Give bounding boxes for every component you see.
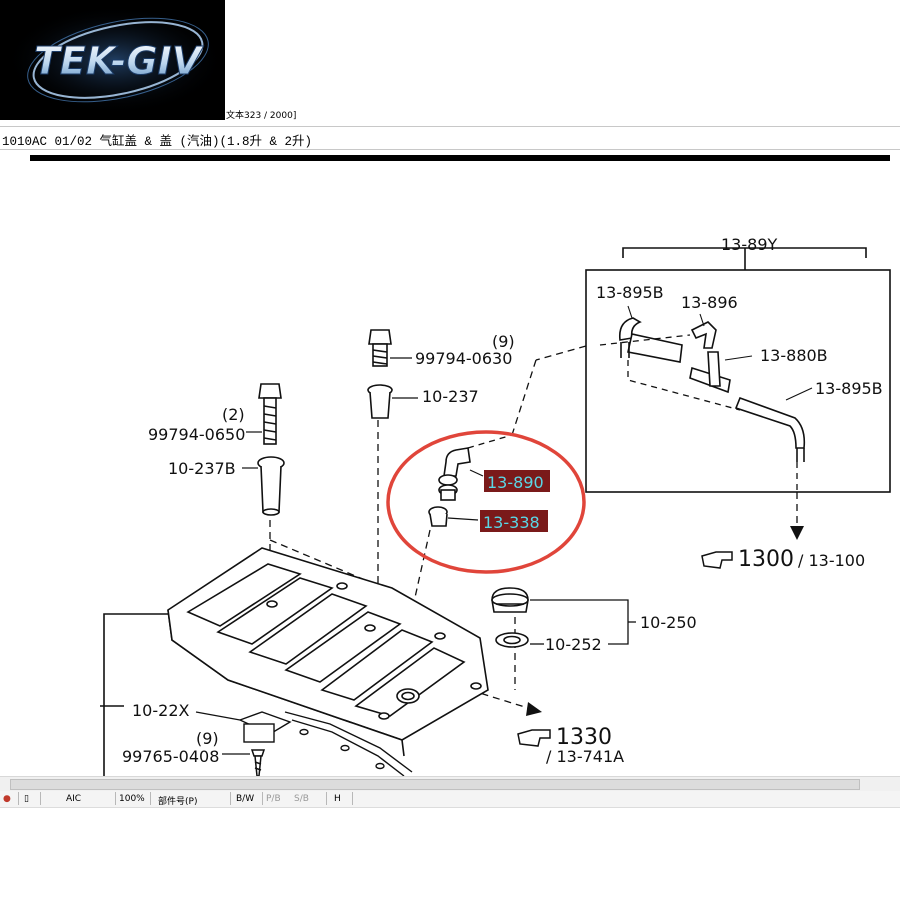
status-bar: ● ▯ AIC 100% 部件号(P) B/W P/B S/B H (0, 791, 900, 808)
label-13-741a: / 13-741A (546, 747, 624, 766)
label-10-237: 10-237 (422, 387, 479, 406)
bolt-99794-0650 (258, 383, 282, 445)
label-13-89y: 13-89Y (721, 235, 777, 254)
hose-13-895b-a (618, 317, 683, 363)
scrollbar-thumb[interactable] (10, 779, 860, 790)
status-part-number[interactable]: 部件号(P) (158, 797, 198, 807)
highlight-circle (386, 430, 586, 574)
status-mode: AIC (66, 794, 82, 804)
label-99794-0630: 99794-0630 (415, 349, 512, 368)
oil-seal-10-252 (495, 632, 529, 648)
tee-13-880b (689, 351, 731, 394)
brand-logo: TEK-GIV (0, 0, 225, 120)
label-13-890-bg (484, 470, 550, 492)
screw-99765-0408 (250, 749, 266, 777)
label-13-890: 13-890 (487, 473, 544, 492)
status-sb[interactable]: S/B (294, 794, 309, 804)
document-icon: ▯ (24, 794, 29, 804)
label-13-895b-a: 13-895B (596, 283, 664, 302)
gasket-10-22x (238, 711, 413, 777)
bolt-99794-0630 (368, 329, 392, 367)
hose-13-896 (690, 321, 717, 349)
arrow-down-13-100 (790, 526, 804, 540)
collar-10-237 (367, 384, 393, 419)
hose-13-895b-b (734, 396, 806, 462)
horizontal-scrollbar[interactable] (0, 776, 900, 791)
label-13-895b-b: 13-895B (815, 379, 883, 398)
diagram-title: 1010AC 01/02 气缸盖 & 盖 (汽油)(1.8升 & 2升) (2, 135, 313, 149)
label-10-250: 10-250 (640, 613, 697, 632)
label-99765-0408: 99765-0408 (122, 747, 219, 766)
parts-diagram[interactable]: 13-89Y 13-895B 13-896 13-880B 13-895B (0, 148, 900, 777)
status-zoom[interactable]: 100% (119, 794, 145, 804)
collar-10-237b (257, 456, 285, 516)
label-13-338: 13-338 (483, 513, 540, 532)
inset-box (585, 269, 891, 493)
pointing-hand-icon-2 (517, 729, 551, 747)
arrow-right-13-741a (526, 702, 542, 716)
grommet-13-338 (428, 506, 448, 527)
top-rule (30, 155, 890, 161)
page-counter: 文本323 / 2000] (226, 111, 297, 121)
pcv-valve-13-890 (438, 447, 471, 501)
status-h[interactable]: H (334, 794, 341, 804)
error-icon: ● (3, 794, 11, 804)
logo-ring (32, 21, 204, 99)
label-13-880b: 13-880B (760, 346, 828, 365)
label-99794-0650: 99794-0650 (148, 425, 245, 444)
label-9b: (9) (196, 729, 219, 748)
logo-text: TEK-GIV (34, 39, 204, 83)
label-9a: (9) (492, 332, 515, 351)
label-13-100: / 13-100 (798, 551, 865, 570)
title-bar: 1010AC 01/02 气缸盖 & 盖 (汽油)(1.8升 & 2升) (0, 126, 900, 150)
label-13-896: 13-896 (681, 293, 738, 312)
pointing-hand-icon (701, 551, 733, 569)
label-1330: 1330 (556, 725, 612, 750)
inset-group-13-89y (585, 247, 891, 493)
label-10-237b: 10-237B (168, 459, 236, 478)
status-bw[interactable]: B/W (236, 794, 255, 804)
label-2: (2) (222, 405, 245, 424)
cylinder-head-cover (167, 547, 489, 757)
label-1300: 1300 (738, 547, 794, 572)
label-10-252: 10-252 (545, 635, 602, 654)
oil-cap-10-250 (491, 587, 529, 613)
status-pb[interactable]: P/B (266, 794, 281, 804)
label-10-22x: 10-22X (132, 701, 189, 720)
label-13-338-bg (480, 510, 548, 532)
